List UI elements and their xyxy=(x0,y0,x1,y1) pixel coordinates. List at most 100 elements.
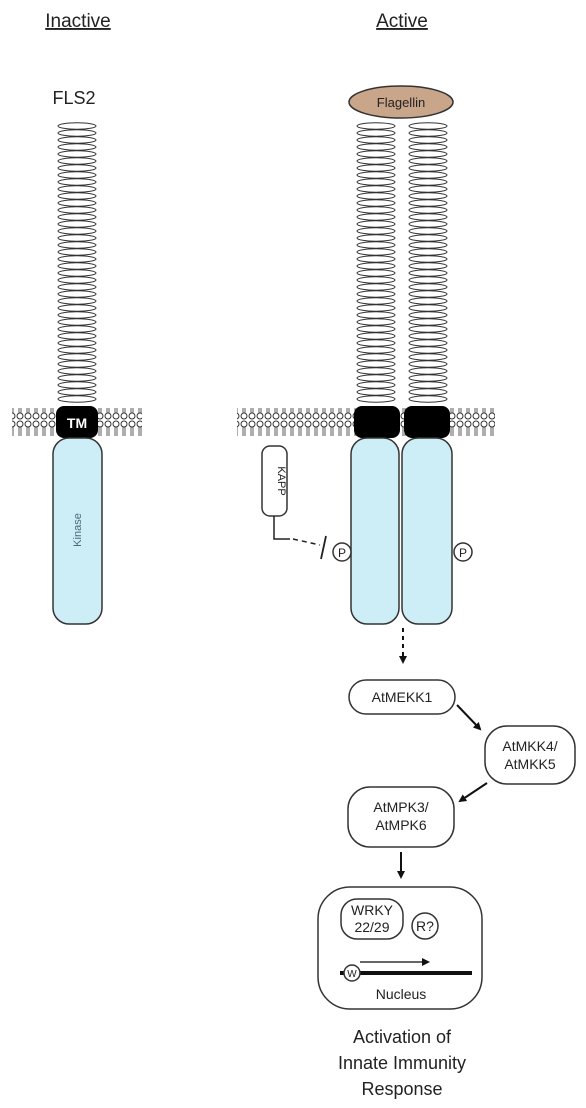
atmpk3-label: AtMPK3/ xyxy=(373,799,428,815)
lrr-ring xyxy=(409,165,447,171)
lrr-ring xyxy=(357,277,395,283)
lrr-ring xyxy=(58,389,96,395)
lrr-ring xyxy=(58,284,96,290)
lrr-ring xyxy=(409,123,447,129)
lrr-ring xyxy=(409,375,447,381)
kapp-inhibition-bar xyxy=(321,536,326,559)
w-box-label: W xyxy=(347,969,357,980)
lrr-ring xyxy=(409,242,447,248)
lrr-ring xyxy=(357,193,395,199)
lrr-ring xyxy=(58,312,96,318)
lrr-ring xyxy=(58,221,96,227)
header-inactive: Inactive xyxy=(45,11,110,32)
lrr-ring xyxy=(357,256,395,262)
lrr-ring xyxy=(58,130,96,136)
lrr-ring xyxy=(58,144,96,150)
outcome-line-1: Activation of xyxy=(353,1027,452,1047)
nucleus-label: Nucleus xyxy=(376,986,427,1002)
kinase-domain-active-1 xyxy=(351,438,399,624)
lrr-ring xyxy=(409,270,447,276)
lrr-ring xyxy=(409,284,447,290)
lrr-ring xyxy=(357,235,395,241)
lrr-ring xyxy=(58,340,96,346)
lrr-coil-inactive xyxy=(58,123,96,402)
tm-domain-active-2 xyxy=(404,406,450,438)
lrr-ring xyxy=(409,228,447,234)
lrr-ring xyxy=(357,263,395,269)
lrr-ring xyxy=(409,249,447,255)
lrr-ring xyxy=(357,382,395,388)
atmkk4-label: AtMKK4/ xyxy=(502,738,557,754)
lrr-ring xyxy=(58,151,96,157)
lrr-ring xyxy=(58,165,96,171)
lrr-ring xyxy=(58,347,96,353)
outcome-line-3: Response xyxy=(361,1079,442,1099)
kapp-label: KAPP xyxy=(275,466,287,495)
lrr-ring xyxy=(58,228,96,234)
lrr-ring xyxy=(409,151,447,157)
lrr-ring xyxy=(357,319,395,325)
lrr-ring xyxy=(357,228,395,234)
wrky-number-label: 22/29 xyxy=(354,919,389,935)
lrr-ring xyxy=(357,354,395,360)
lrr-ring xyxy=(409,200,447,206)
lrr-ring xyxy=(357,249,395,255)
kinase-domain-active-2 xyxy=(402,438,452,624)
lrr-ring xyxy=(409,312,447,318)
lrr-ring xyxy=(58,361,96,367)
lrr-ring xyxy=(357,396,395,402)
lrr-ring xyxy=(58,179,96,185)
lrr-ring xyxy=(58,137,96,143)
kapp-dashed-line xyxy=(293,539,320,545)
lrr-ring xyxy=(357,305,395,311)
lrr-ring xyxy=(409,347,447,353)
lrr-coil-active-2 xyxy=(409,123,447,402)
lrr-ring xyxy=(409,319,447,325)
lrr-coil-active-1 xyxy=(357,123,395,402)
lrr-ring xyxy=(409,130,447,136)
lrr-ring xyxy=(409,263,447,269)
lrr-ring xyxy=(58,333,96,339)
wrky-label: WRKY xyxy=(351,902,394,918)
lrr-ring xyxy=(409,256,447,262)
lrr-ring xyxy=(357,270,395,276)
lrr-ring xyxy=(357,347,395,353)
lrr-ring xyxy=(357,214,395,220)
lrr-ring xyxy=(409,221,447,227)
lrr-ring xyxy=(357,333,395,339)
lrr-ring xyxy=(58,256,96,262)
lrr-ring xyxy=(58,172,96,178)
lrr-ring xyxy=(357,291,395,297)
lrr-ring xyxy=(58,382,96,388)
lrr-ring xyxy=(357,284,395,290)
flagellin-label: Flagellin xyxy=(377,95,425,110)
lrr-ring xyxy=(357,137,395,143)
phospho-label-2: P xyxy=(459,546,467,560)
lrr-ring xyxy=(409,137,447,143)
lrr-ring xyxy=(58,158,96,164)
lrr-ring xyxy=(409,368,447,374)
lrr-ring xyxy=(357,123,395,129)
lrr-ring xyxy=(58,305,96,311)
lrr-ring xyxy=(357,186,395,192)
lrr-ring xyxy=(357,165,395,171)
lrr-ring xyxy=(357,326,395,332)
lrr-ring xyxy=(409,361,447,367)
lrr-ring xyxy=(357,130,395,136)
lrr-ring xyxy=(409,291,447,297)
lrr-ring xyxy=(58,235,96,241)
lrr-ring xyxy=(409,179,447,185)
lrr-ring xyxy=(409,389,447,395)
atmkk5-label: AtMKK5 xyxy=(504,756,556,772)
lrr-ring xyxy=(58,200,96,206)
kinase-label: Kinase xyxy=(72,513,84,547)
lrr-ring xyxy=(409,235,447,241)
lrr-ring xyxy=(357,200,395,206)
lrr-ring xyxy=(58,242,96,248)
lrr-ring xyxy=(357,242,395,248)
lrr-ring xyxy=(58,298,96,304)
arrow-mkk-to-mpk xyxy=(460,783,487,801)
lrr-ring xyxy=(357,312,395,318)
lrr-ring xyxy=(58,123,96,129)
